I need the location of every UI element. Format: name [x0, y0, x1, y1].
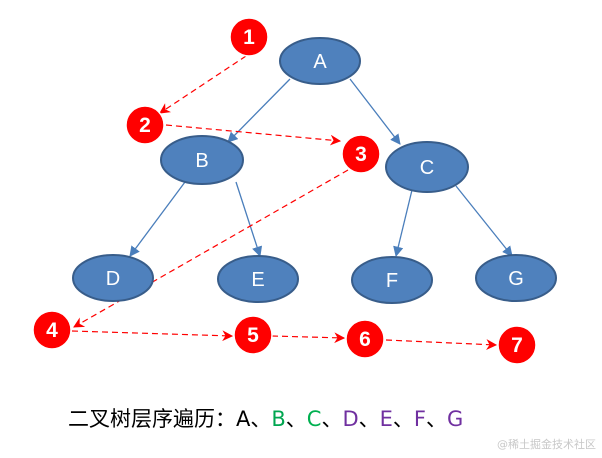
sequence-separator: 、 [426, 407, 448, 431]
node-e-label: E [251, 269, 264, 291]
edge-c-f [393, 189, 413, 258]
order-badge-3: 3 [341, 134, 381, 174]
node-g-label: G [508, 268, 524, 290]
edge-b-d [129, 181, 186, 257]
node-a-label: A [313, 51, 327, 73]
tree-nodes: A B C D E F G [72, 37, 557, 304]
sequence-item: A [236, 407, 251, 431]
sequence-item: E [379, 407, 393, 431]
sequence-separator: 、 [285, 407, 307, 431]
order-badges: 1 2 3 4 5 6 7 [32, 17, 537, 365]
caption-sequence: A、B、C、D、E、F、G [236, 407, 463, 431]
node-f-label: F [386, 270, 398, 292]
watermark: @稀土掘金技术社区 [497, 438, 596, 451]
sequence-item: F [413, 407, 427, 431]
edge-b-e [235, 181, 263, 257]
node-a: A [279, 37, 361, 85]
order-arrow-6-7 [385, 339, 498, 350]
order-arrow-4-5 [71, 330, 234, 342]
traversal-order-path [71, 55, 498, 350]
order-badge-1-label: 1 [243, 26, 255, 49]
node-d-label: D [106, 268, 120, 290]
node-c: C [385, 141, 469, 193]
edge-c-g [455, 185, 513, 257]
order-badge-2: 2 [125, 105, 165, 145]
sequence-item: B [271, 407, 286, 431]
order-badge-4-label: 4 [46, 319, 58, 342]
sequence-separator: 、 [358, 407, 380, 431]
sequence-item: C [306, 407, 322, 431]
node-e: E [217, 255, 299, 303]
sequence-separator: 、 [250, 407, 272, 431]
order-badge-7-label: 7 [511, 334, 523, 357]
node-g: G [475, 254, 557, 302]
order-badge-5-label: 5 [247, 324, 259, 347]
order-arrow-3-4 [73, 169, 349, 328]
caption-title: 二叉树层序遍历： [68, 407, 236, 431]
node-c-label: C [420, 157, 434, 179]
node-f: F [351, 256, 433, 304]
order-badge-5: 5 [233, 315, 273, 355]
sequence-item: G [447, 407, 464, 431]
edge-a-b [227, 78, 291, 143]
order-badge-4: 4 [32, 310, 72, 350]
order-badge-6: 6 [345, 319, 385, 359]
sequence-separator: 、 [392, 407, 414, 431]
node-b: B [160, 135, 244, 185]
order-arrow-1-2 [159, 55, 247, 114]
order-badge-1: 1 [229, 17, 269, 57]
order-arrow-2-3 [165, 124, 342, 146]
node-b-label: B [195, 150, 208, 172]
order-badge-3-label: 3 [355, 143, 367, 166]
sequence-item: D [342, 407, 359, 431]
edge-a-c [349, 78, 401, 145]
order-badge-2-label: 2 [139, 114, 151, 137]
traversal-caption: 二叉树层序遍历：A、B、C、D、E、F、G [68, 404, 463, 434]
sequence-separator: 、 [321, 407, 343, 431]
node-d: D [72, 254, 154, 302]
order-badge-7: 7 [497, 325, 537, 365]
order-badge-6-label: 6 [359, 328, 371, 351]
order-arrow-5-6 [271, 332, 346, 344]
